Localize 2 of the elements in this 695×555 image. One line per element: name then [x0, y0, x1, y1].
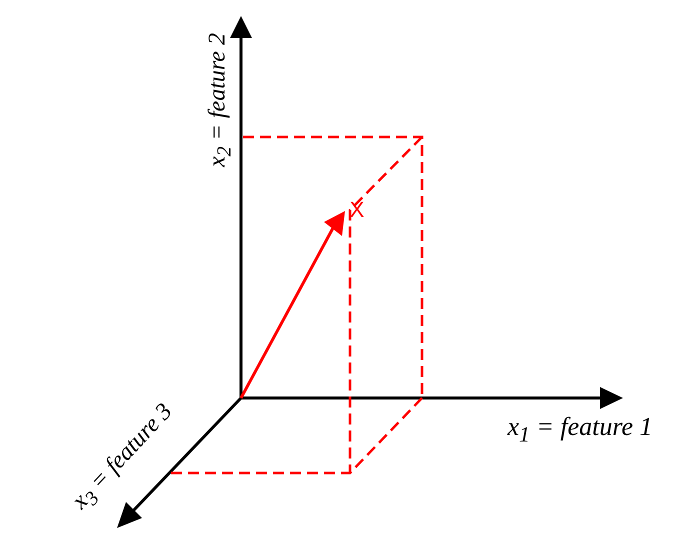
- point-label: X: [350, 199, 364, 221]
- axis-label: x$_{1}$ = feature 1: [507, 414, 653, 446]
